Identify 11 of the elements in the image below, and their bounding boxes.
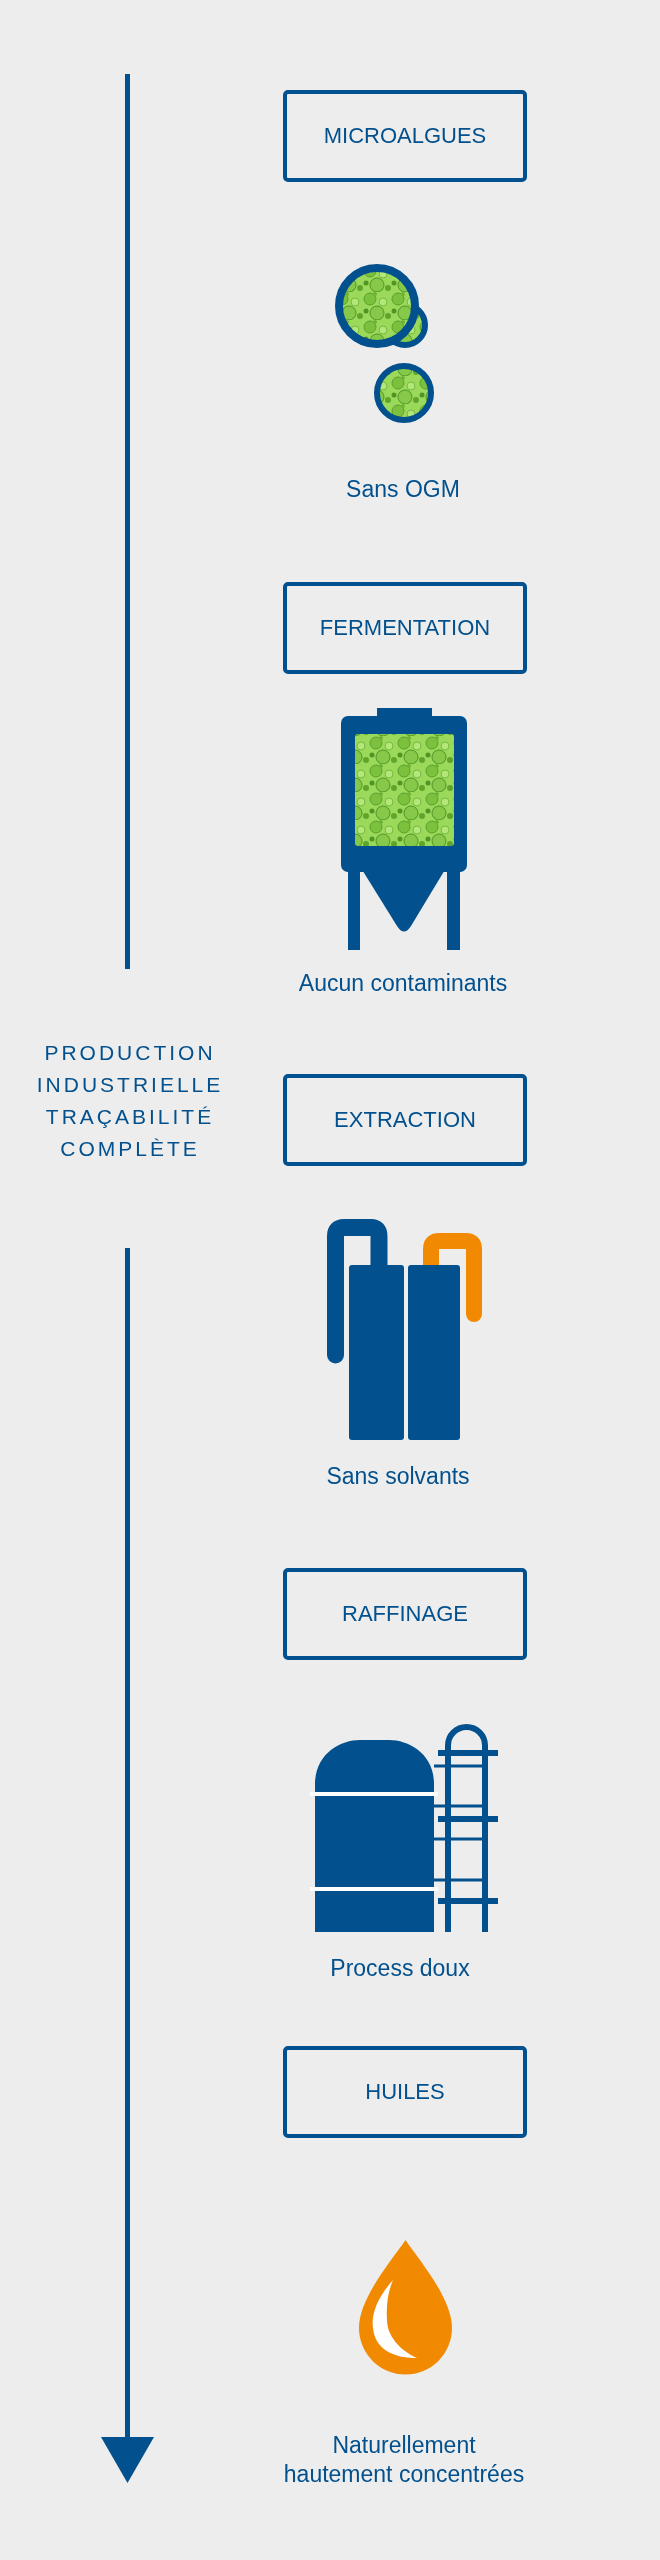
caption-text: Sans OGM xyxy=(346,476,460,502)
step-box: HUILES xyxy=(283,2046,527,2138)
caption-text: Process doux xyxy=(330,1955,470,1981)
caption-text: Sans solvants xyxy=(326,1463,470,1489)
step-box: MICROALGUES xyxy=(283,90,527,182)
step-box: EXTRACTION xyxy=(283,1074,527,1166)
caption-text: Aucun contaminants xyxy=(298,970,508,996)
side-heading: PRODUCTION INDUSTRIELLE TRAÇABILITÉ COMPLÈTE xyxy=(36,1041,224,1160)
step-box: FERMENTATION xyxy=(283,582,527,674)
caption-text: Naturellement hautement concentrées xyxy=(283,2432,525,2487)
step-box: RAFFINAGE xyxy=(283,1568,527,1660)
